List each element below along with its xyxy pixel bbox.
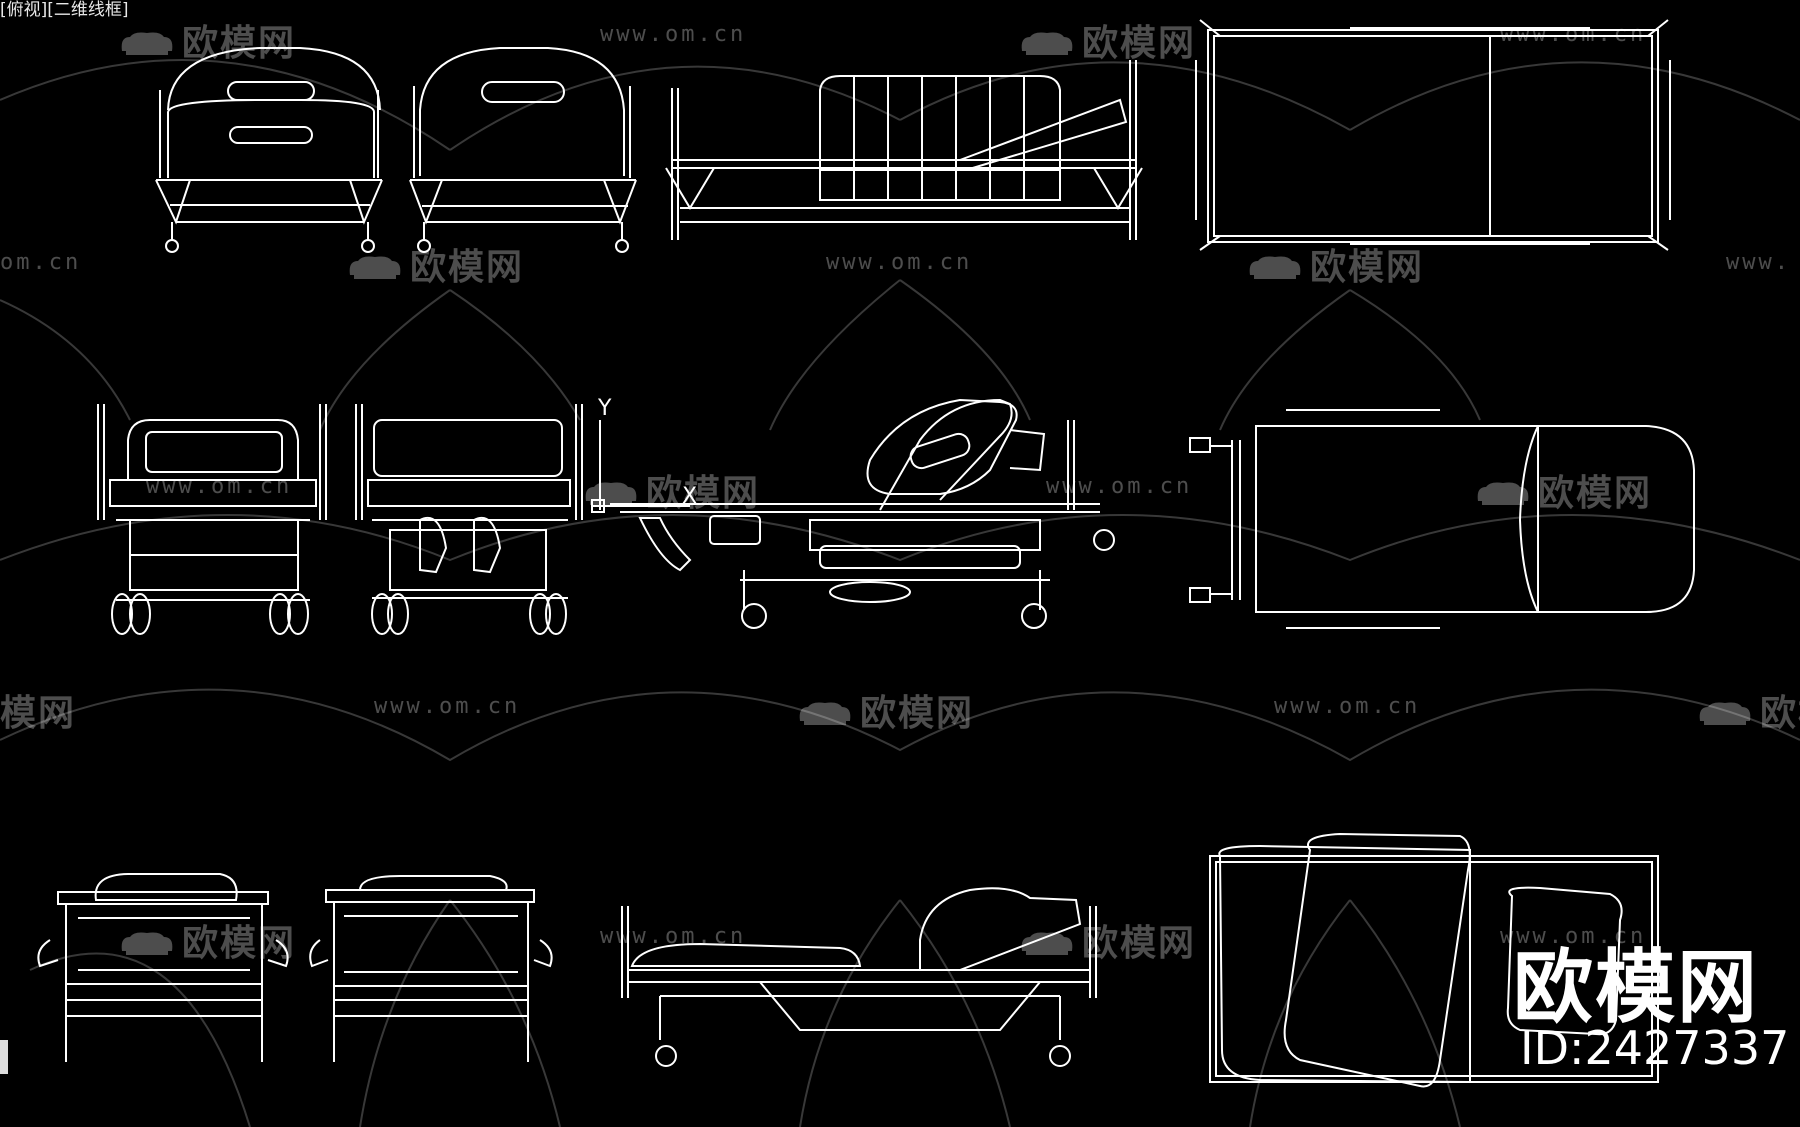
watermark-brand: 欧模网 xyxy=(796,684,974,736)
bed-front-view-a xyxy=(155,47,383,253)
sofa-logo-icon xyxy=(1474,477,1532,507)
watermark-brand: 欧模网 xyxy=(346,238,524,290)
sofa-logo-icon xyxy=(1696,697,1754,727)
sofa-logo-icon xyxy=(1018,27,1076,57)
watermark-url: www.om.cn xyxy=(600,22,747,47)
sofa-logo-icon xyxy=(346,251,404,281)
sofa-logo-icon xyxy=(1246,251,1304,281)
bed-side-view-reclining xyxy=(610,398,1115,629)
sofa-logo-icon xyxy=(1018,927,1076,957)
watermark-url-partial: om.cn xyxy=(0,250,82,275)
axis-y-label: Y xyxy=(598,396,612,421)
bed-front-view-d xyxy=(355,404,583,635)
bed-side-view-bedding xyxy=(621,887,1097,1067)
watermark-brand: 欧模网 xyxy=(1246,238,1424,290)
viewport-label[interactable]: [俯视][二维线框] xyxy=(0,0,129,20)
watermark-brand: 欧模网 xyxy=(582,464,760,516)
brand-logo-text: 欧模网 xyxy=(1513,941,1759,1034)
watermark-brand: 欧模网 xyxy=(118,914,296,966)
bed-side-view-a xyxy=(665,60,1143,240)
bed-front-view-f xyxy=(309,875,553,1062)
watermark-url-partial-right: www. xyxy=(1726,250,1791,275)
watermark-url: www.om.cn xyxy=(1274,694,1421,719)
bed-top-view-a xyxy=(1195,19,1671,251)
bed-front-view-c xyxy=(97,404,327,635)
side-panel-handle[interactable] xyxy=(0,1040,8,1074)
watermark-url: www.om.cn xyxy=(600,924,747,949)
watermark-url: www.om.cn xyxy=(146,474,293,499)
watermark-brand: 欧模网 xyxy=(1696,684,1800,736)
model-id-label: ID:2427337 xyxy=(1520,1021,1790,1075)
bed-front-view-b xyxy=(409,47,637,253)
watermark-url: www.om.cn xyxy=(1500,22,1647,47)
watermark-brand: 欧模网 xyxy=(1018,14,1196,66)
bed-top-view-bedding xyxy=(1209,832,1659,1088)
sofa-logo-icon xyxy=(582,477,640,507)
bed-top-view-b xyxy=(1189,409,1695,629)
watermark-url: www.om.cn xyxy=(1046,474,1193,499)
watermark-url: www.om.cn xyxy=(826,250,973,275)
ucs-axis-icon xyxy=(591,420,690,513)
watermark-url: www.om.cn xyxy=(374,694,521,719)
watermark-brand: 欧模网 xyxy=(1018,914,1196,966)
sofa-logo-icon xyxy=(118,927,176,957)
sofa-logo-icon xyxy=(796,697,854,727)
watermark-brand: 欧模网 xyxy=(118,14,296,66)
watermark-url: www.om.cn xyxy=(1500,924,1647,949)
bed-front-view-e xyxy=(37,873,289,1062)
axis-x-label: X xyxy=(682,484,698,509)
sofa-logo-icon xyxy=(118,27,176,57)
watermark-brand: 欧模网 xyxy=(1474,464,1652,516)
watermark-brand-partial: 模网 xyxy=(0,693,77,734)
